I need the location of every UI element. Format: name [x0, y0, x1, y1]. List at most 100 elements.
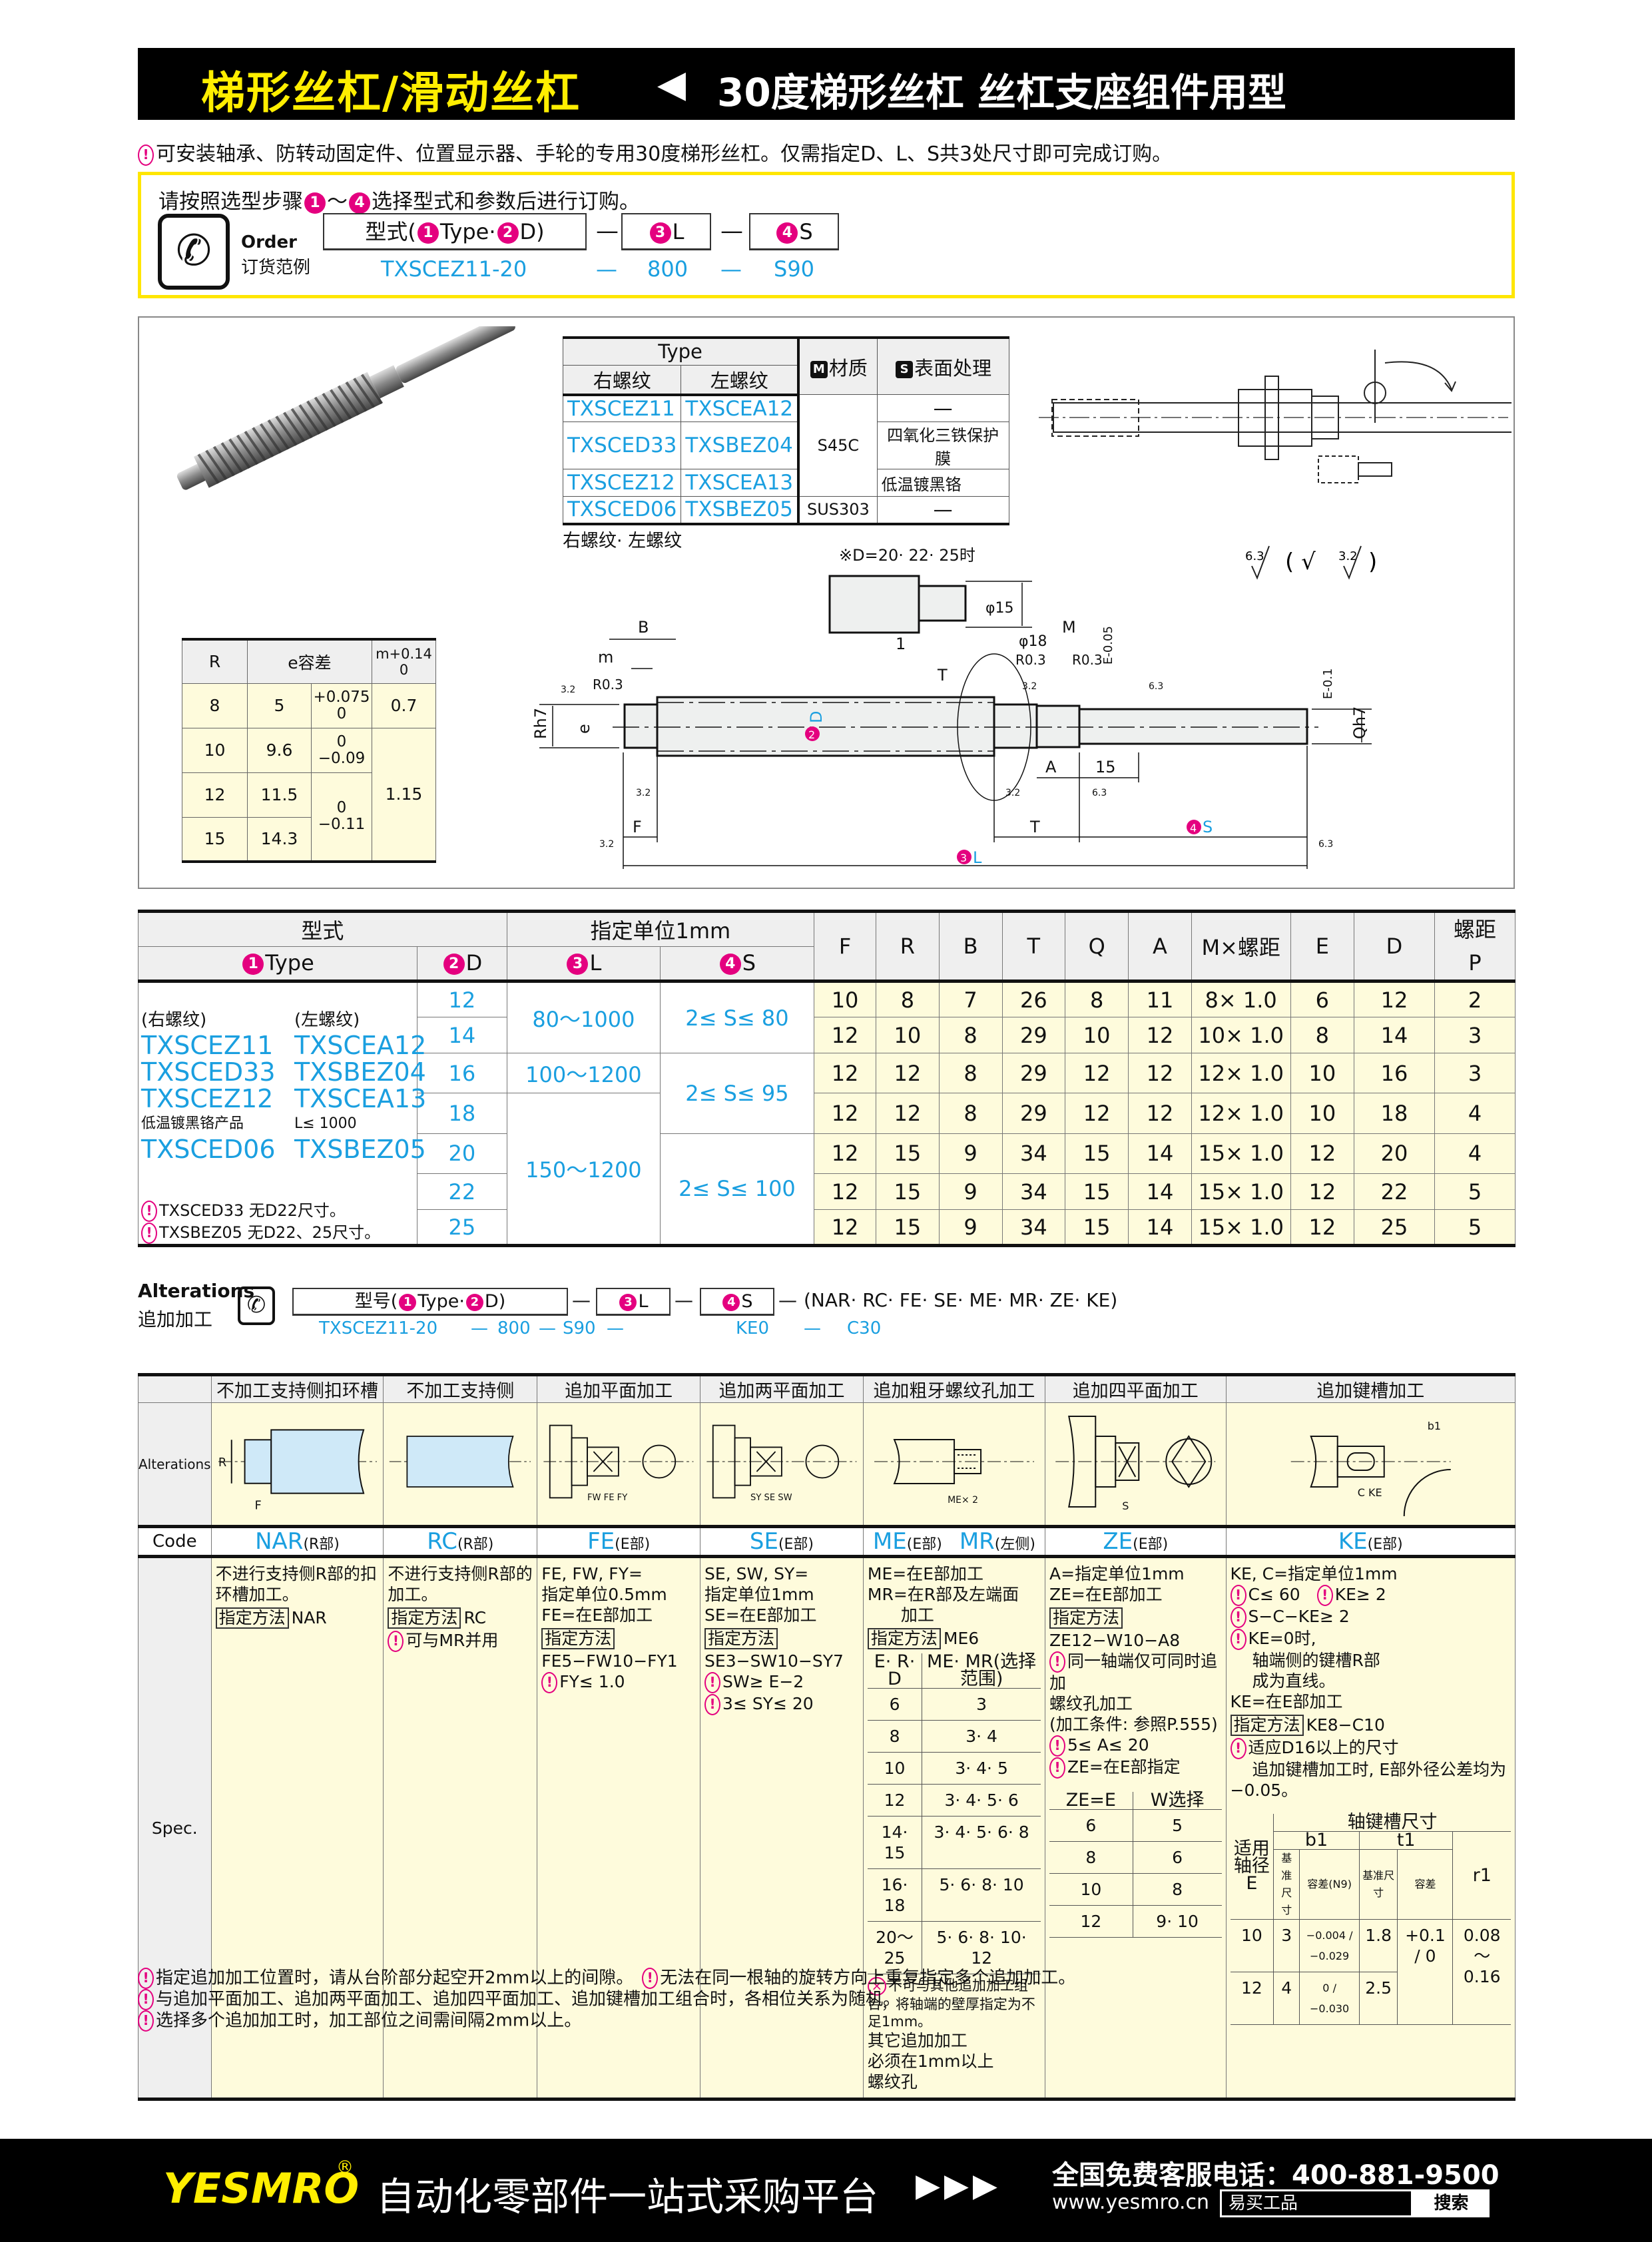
- dimension-value: 12: [1128, 1017, 1192, 1053]
- type-code[interactable]: TXSCED33: [141, 1057, 276, 1087]
- alteration-code[interactable]: FE(E部): [537, 1525, 701, 1558]
- roughness-label: 3.2: [561, 685, 575, 695]
- svg-text:C KE: C KE: [1357, 1486, 1382, 1499]
- intro-note: !可安装轴承、防转动固定件、位置显示器、手轮的专用30度梯形丝杠。仅需指定D、L…: [138, 137, 1172, 166]
- intro-note-text: 可安装轴承、防转动固定件、位置显示器、手轮的专用30度梯形丝杠。仅需指定D、L、…: [156, 142, 1173, 166]
- d-value[interactable]: 12: [417, 981, 507, 1017]
- type-code[interactable]: TXSCEA12: [294, 1031, 427, 1060]
- type-code[interactable]: TXSBEZ05: [294, 1135, 426, 1164]
- thread-line: [283, 412, 306, 443]
- alteration-title: 不加工支持侧: [383, 1374, 538, 1403]
- type-code[interactable]: TXSCEZ11: [562, 394, 682, 422]
- search-button[interactable]: 搜索: [1413, 2189, 1490, 2217]
- d-value[interactable]: 20: [417, 1133, 507, 1175]
- alteration-code[interactable]: SE(E部): [700, 1525, 864, 1558]
- type-code[interactable]: TXSBEZ04: [681, 421, 799, 469]
- s-range: 2≤ S≤ 80: [659, 981, 814, 1053]
- separator: —: [596, 256, 617, 282]
- dimension-value: 10× 1.0: [1191, 1017, 1291, 1053]
- type-code[interactable]: TXSCED06: [141, 1135, 276, 1164]
- type-code[interactable]: TXSBEZ05: [681, 496, 799, 524]
- dimension-value: 3: [1434, 1052, 1515, 1094]
- d-value[interactable]: 14: [417, 1017, 507, 1053]
- spec-text: 必须在1mm以上: [867, 2052, 994, 2071]
- warning-icon: !: [1049, 1651, 1065, 1673]
- alt-example-ke: KE0: [736, 1318, 770, 1338]
- type-code[interactable]: TXSCEZ12: [141, 1084, 274, 1113]
- roughness-label: 6.3: [1149, 681, 1163, 692]
- type-code[interactable]: TXSBEZ04: [294, 1057, 426, 1087]
- type-code[interactable]: TXSCEZ11: [141, 1031, 274, 1060]
- alteration-title: 追加平面加工: [537, 1374, 701, 1403]
- type-code[interactable]: TXSCEA12: [681, 394, 799, 422]
- sub-cell: +0.1 / 0: [1397, 1919, 1454, 2025]
- yesmro-logo[interactable]: YESMRO: [163, 2164, 360, 2213]
- type-code[interactable]: TXSCEA13: [681, 469, 799, 497]
- alteration-code[interactable]: KE(E部): [1225, 1525, 1516, 1558]
- label-M: M: [1062, 618, 1076, 637]
- sub-header: 轴键槽尺寸: [1273, 1813, 1511, 1832]
- type-code[interactable]: TXSCED33: [562, 421, 682, 469]
- alteration-title: 不加工支持侧扣环槽: [210, 1374, 384, 1403]
- code-text: MR: [959, 1528, 995, 1555]
- sub-header: 容差(N9): [1299, 1849, 1360, 1920]
- sub-cell: 12: [867, 1784, 923, 1817]
- thread-line: [205, 449, 228, 481]
- sub-header: W选择: [1133, 1791, 1222, 1810]
- separator: —: [596, 218, 619, 244]
- separator: —: [804, 1318, 821, 1338]
- code-suffix: (R部): [457, 1536, 494, 1553]
- spec-text: (加工条件: 参照P.555): [1049, 1715, 1218, 1734]
- d-value[interactable]: 22: [417, 1173, 507, 1210]
- alterations-title-cn: 追加加工: [138, 1308, 213, 1330]
- type-code[interactable]: TXSCED06: [562, 496, 682, 524]
- d-value[interactable]: 16: [417, 1052, 507, 1094]
- type-header: Type: [563, 337, 799, 366]
- alteration-spec: KE, C=指定单位1mm!C≤ 60 !KE≥ 2!S−C−KE≥ 2!KE=…: [1225, 1556, 1516, 2100]
- header-m-pitch: M×螺距: [1191, 911, 1291, 983]
- roughness-label: 6.3: [1092, 788, 1107, 798]
- alteration-code[interactable]: ME(E部) MR(左侧): [862, 1525, 1046, 1558]
- label-r03: R0.3: [1015, 652, 1046, 668]
- dimension-value: 9: [938, 1209, 1003, 1246]
- d-value[interactable]: 25: [417, 1209, 507, 1246]
- svg-text:4: 4: [1190, 822, 1197, 834]
- l-range: 150～1200: [506, 1093, 661, 1246]
- d-value[interactable]: 18: [417, 1093, 507, 1134]
- dimension-value: 8: [938, 1093, 1003, 1134]
- type-code[interactable]: TXSCEZ12: [562, 469, 682, 497]
- website-link[interactable]: www.yesmro.cn: [1052, 2191, 1210, 2214]
- alteration-code[interactable]: NAR(R部): [210, 1525, 384, 1558]
- alteration-code[interactable]: RC(R部): [383, 1525, 538, 1558]
- alt-example-c: C30: [847, 1318, 882, 1338]
- e-tolerance: 0−0.09: [311, 727, 372, 773]
- type-code[interactable]: TXSCEA13: [294, 1084, 427, 1113]
- dimension-value: 34: [1001, 1173, 1066, 1210]
- alteration-diagram: ME× 2: [862, 1402, 1046, 1527]
- warning-icon: !: [704, 1694, 721, 1715]
- search-input[interactable]: 易买工品: [1220, 2189, 1413, 2217]
- dimension-value: 5: [1434, 1173, 1515, 1210]
- dimension-value: 14: [1128, 1133, 1192, 1175]
- spec-text: FE, FW, FY=: [541, 1564, 643, 1583]
- slogan: 自动化零部件一站式采购平台: [376, 2174, 879, 2219]
- alteration-code[interactable]: ZE(E部): [1045, 1525, 1227, 1558]
- code-text: RC: [427, 1528, 457, 1555]
- m-value: 1.15: [372, 727, 436, 862]
- dimension-value: 12: [1354, 981, 1435, 1017]
- code-suffix: (E部): [906, 1536, 942, 1553]
- thread-line: [197, 453, 220, 484]
- warning-icon: !: [1230, 1629, 1246, 1650]
- sub-cell: 3· 4· 5· 6· 8: [922, 1816, 1041, 1869]
- dimension-value: 6: [1290, 981, 1355, 1017]
